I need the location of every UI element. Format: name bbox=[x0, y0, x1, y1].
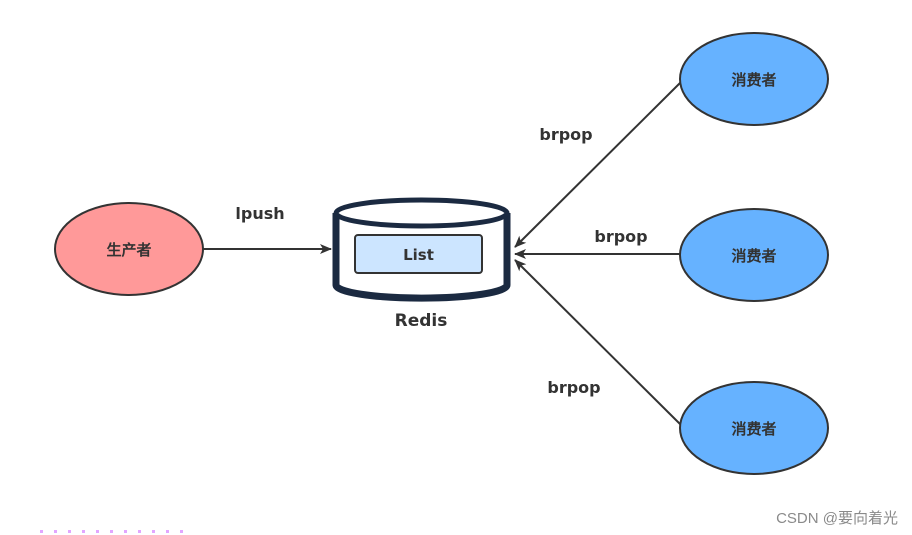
consumer-ellipse bbox=[679, 208, 829, 302]
edge-label-brpop-3: brpop bbox=[547, 378, 600, 397]
consumer-node-1: 消费者 bbox=[679, 32, 829, 126]
producer-node: 生产者 bbox=[54, 202, 204, 296]
list-label: List bbox=[403, 246, 434, 264]
cylinder-top bbox=[333, 197, 510, 229]
edge-label-brpop-2: brpop bbox=[594, 227, 647, 246]
watermark: CSDN @要向着光 bbox=[776, 510, 898, 527]
consumer-ellipse bbox=[679, 381, 829, 475]
consumer-node-3: 消费者 bbox=[679, 381, 829, 475]
producer-ellipse bbox=[54, 202, 204, 296]
producer-label: 生产者 bbox=[106, 241, 151, 259]
consumer-node-2: 消费者 bbox=[679, 208, 829, 302]
redis-label: Redis bbox=[395, 311, 448, 331]
consumer-ellipse bbox=[679, 32, 829, 126]
edge-label-lpush: lpush bbox=[235, 204, 284, 223]
edge-brpop-3 bbox=[514, 259, 682, 426]
consumer-label: 消费者 bbox=[731, 420, 776, 438]
edge-brpop-1 bbox=[514, 81, 682, 248]
consumer-label: 消费者 bbox=[731, 71, 776, 89]
cropped-footer-text bbox=[40, 530, 190, 533]
list-box bbox=[354, 234, 483, 274]
edge-label-brpop-1: brpop bbox=[539, 125, 592, 144]
redis-cylinder: List Redis bbox=[332, 197, 511, 331]
consumer-label: 消费者 bbox=[731, 247, 776, 265]
